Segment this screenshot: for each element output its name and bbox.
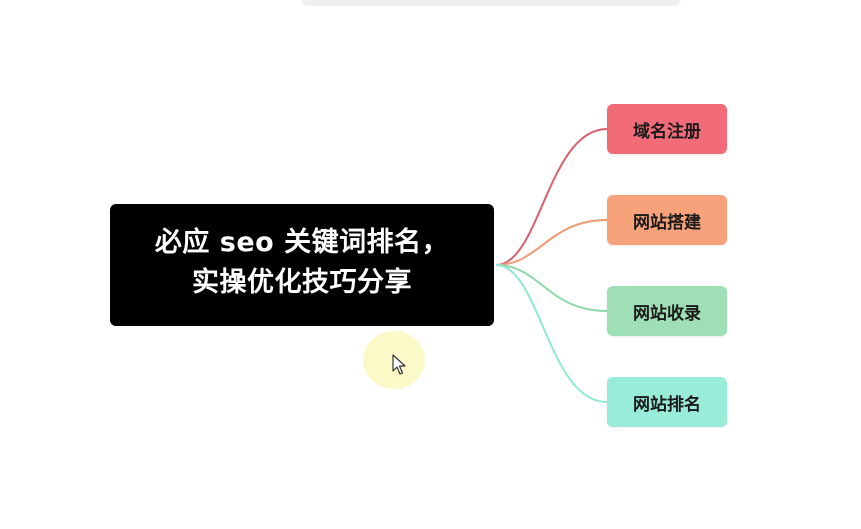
mouse-pointer-icon bbox=[392, 354, 406, 375]
branch-label: 网站排名 bbox=[633, 394, 701, 415]
connector-branch-4 bbox=[495, 264, 608, 403]
branch-node-site-building[interactable]: 网站搭建 bbox=[607, 195, 727, 245]
connector-branch-1 bbox=[495, 128, 608, 266]
root-topic-line-2: 实操优化技巧分享 bbox=[192, 267, 412, 298]
branch-label: 网站搭建 bbox=[633, 212, 701, 233]
root-topic-line-1: 必应 seo 关键词排名， bbox=[154, 227, 450, 258]
branch-node-site-indexing[interactable]: 网站收录 bbox=[607, 286, 727, 336]
connector-branch-3 bbox=[495, 264, 608, 312]
branch-label: 域名注册 bbox=[633, 121, 701, 142]
connector-branch-2 bbox=[495, 219, 608, 266]
branch-label: 网站收录 bbox=[633, 303, 701, 324]
branch-node-site-ranking[interactable]: 网站排名 bbox=[607, 377, 727, 427]
branch-node-domain-registration[interactable]: 域名注册 bbox=[607, 104, 727, 154]
top-toolbar-edge bbox=[302, 0, 680, 4]
root-topic-node[interactable]: 必应 seo 关键词排名， 实操优化技巧分享 bbox=[110, 204, 494, 326]
